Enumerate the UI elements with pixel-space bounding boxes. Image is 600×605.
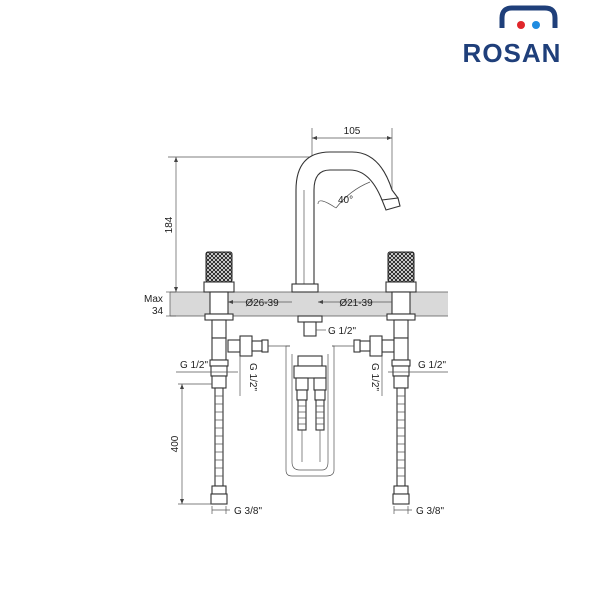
dim-center-thread: G 1/2" (316, 326, 356, 337)
dim-105-label: 105 (344, 126, 361, 137)
dim-angle-label: 40° (338, 195, 353, 206)
dim-max-34: Max 34 (144, 291, 176, 317)
logo-blue-dot (532, 21, 540, 29)
right-valve-label: G 1/2" (369, 363, 380, 391)
hole-right-label: Ø21-39 (339, 298, 373, 309)
dim-right-inlet: G 3/8" (393, 506, 444, 517)
dim-right-valve: G 1/2" (369, 356, 383, 396)
dim-left-valve: G 1/2" (239, 356, 258, 396)
hole-dimensions: Ø26-39 Ø21-39 (228, 298, 392, 309)
center-thread-label: G 1/2" (328, 326, 356, 337)
dim-right-outlet: G 1/2" (388, 360, 448, 373)
left-handle (203, 251, 290, 505)
dim-184: 184 (164, 156, 315, 292)
right-inlet-label: G 3/8" (416, 506, 444, 517)
right-handle (332, 251, 417, 505)
hole-left-label: Ø26-39 (245, 298, 279, 309)
dim-184-label: 184 (164, 216, 175, 233)
logo-red-dot (517, 21, 525, 29)
center-connection (285, 315, 335, 477)
logo-arch (499, 5, 558, 28)
right-outlet-label: G 1/2" (418, 360, 446, 371)
rosan-logo: ROSAN (463, 5, 562, 68)
left-outlet-label: G 1/2" (180, 360, 208, 371)
dim-400-label: 400 (170, 435, 181, 452)
right-knurled-knob (387, 251, 415, 283)
left-valve-label: G 1/2" (247, 363, 258, 391)
left-knurled-knob (205, 251, 233, 283)
dim-400: 400 (170, 383, 212, 505)
dim-left-outlet: G 1/2" (176, 360, 238, 373)
logo-wordmark: ROSAN (463, 38, 562, 68)
left-inlet-label: G 3/8" (234, 506, 262, 517)
spout: 40° (291, 151, 401, 293)
dim-34-label: 34 (152, 306, 164, 317)
dim-left-inlet: G 3/8" (211, 506, 262, 517)
dim-max-label: Max (144, 294, 163, 305)
